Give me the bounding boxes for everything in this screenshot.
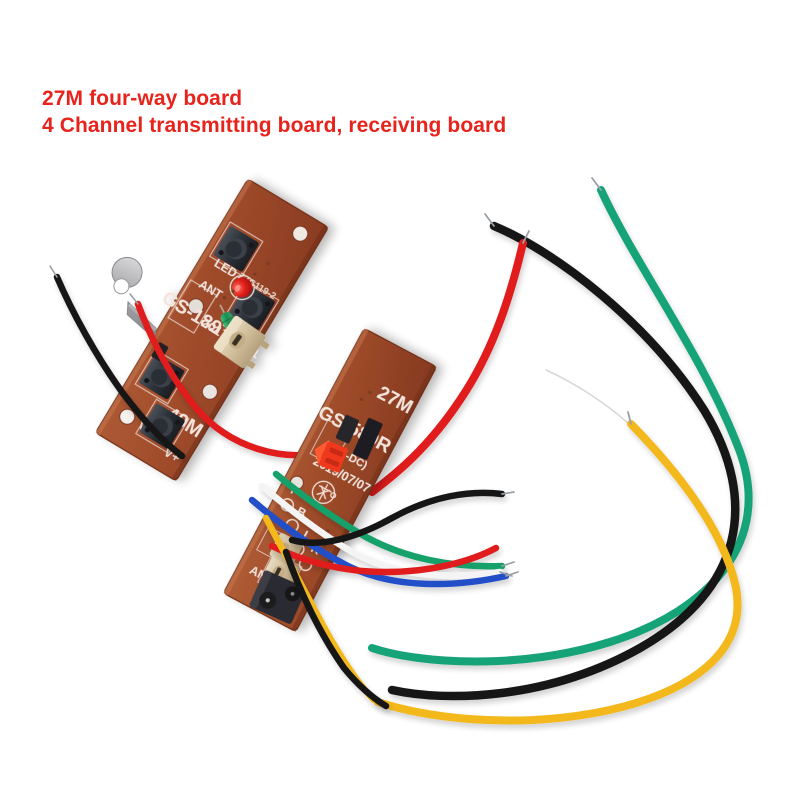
motor-wire-black-down [282,548,390,710]
red-connector[interactable] [310,437,348,473]
rf-transformer [213,315,270,370]
motor-wire-black [288,489,506,546]
battery-negative-wire [53,273,186,460]
tactile-switch-4[interactable] [138,353,185,400]
motor-wire-white [258,482,504,579]
motor-wire-red-out [268,542,500,576]
rf-module-block [249,570,307,624]
title-line-2: 4 Channel transmitting board, receiving … [42,113,507,137]
wire-black [387,221,740,701]
antenna-wire [545,369,630,425]
battery-negative-tip [49,265,58,278]
via-holes [222,261,270,300]
bundle-wire-tips [499,491,519,577]
battery-positive-tip [129,293,139,305]
title-line-1: 27M four-way board [42,87,243,110]
wire-yellow [374,420,742,725]
ic-chip-1 [335,414,359,444]
silk-marking-glyph [311,480,336,505]
tactile-switch-1[interactable] [213,226,260,273]
wire-red [368,239,527,496]
ic-chip-2 [352,418,383,460]
battery-positive-wire [134,300,330,459]
led-indicator [229,274,255,301]
wire-green [368,186,753,666]
wire-tips-group [484,177,632,425]
product-title: 27M four-way board 4 Channel transmittin… [42,86,506,140]
mounting-holes [119,225,309,425]
